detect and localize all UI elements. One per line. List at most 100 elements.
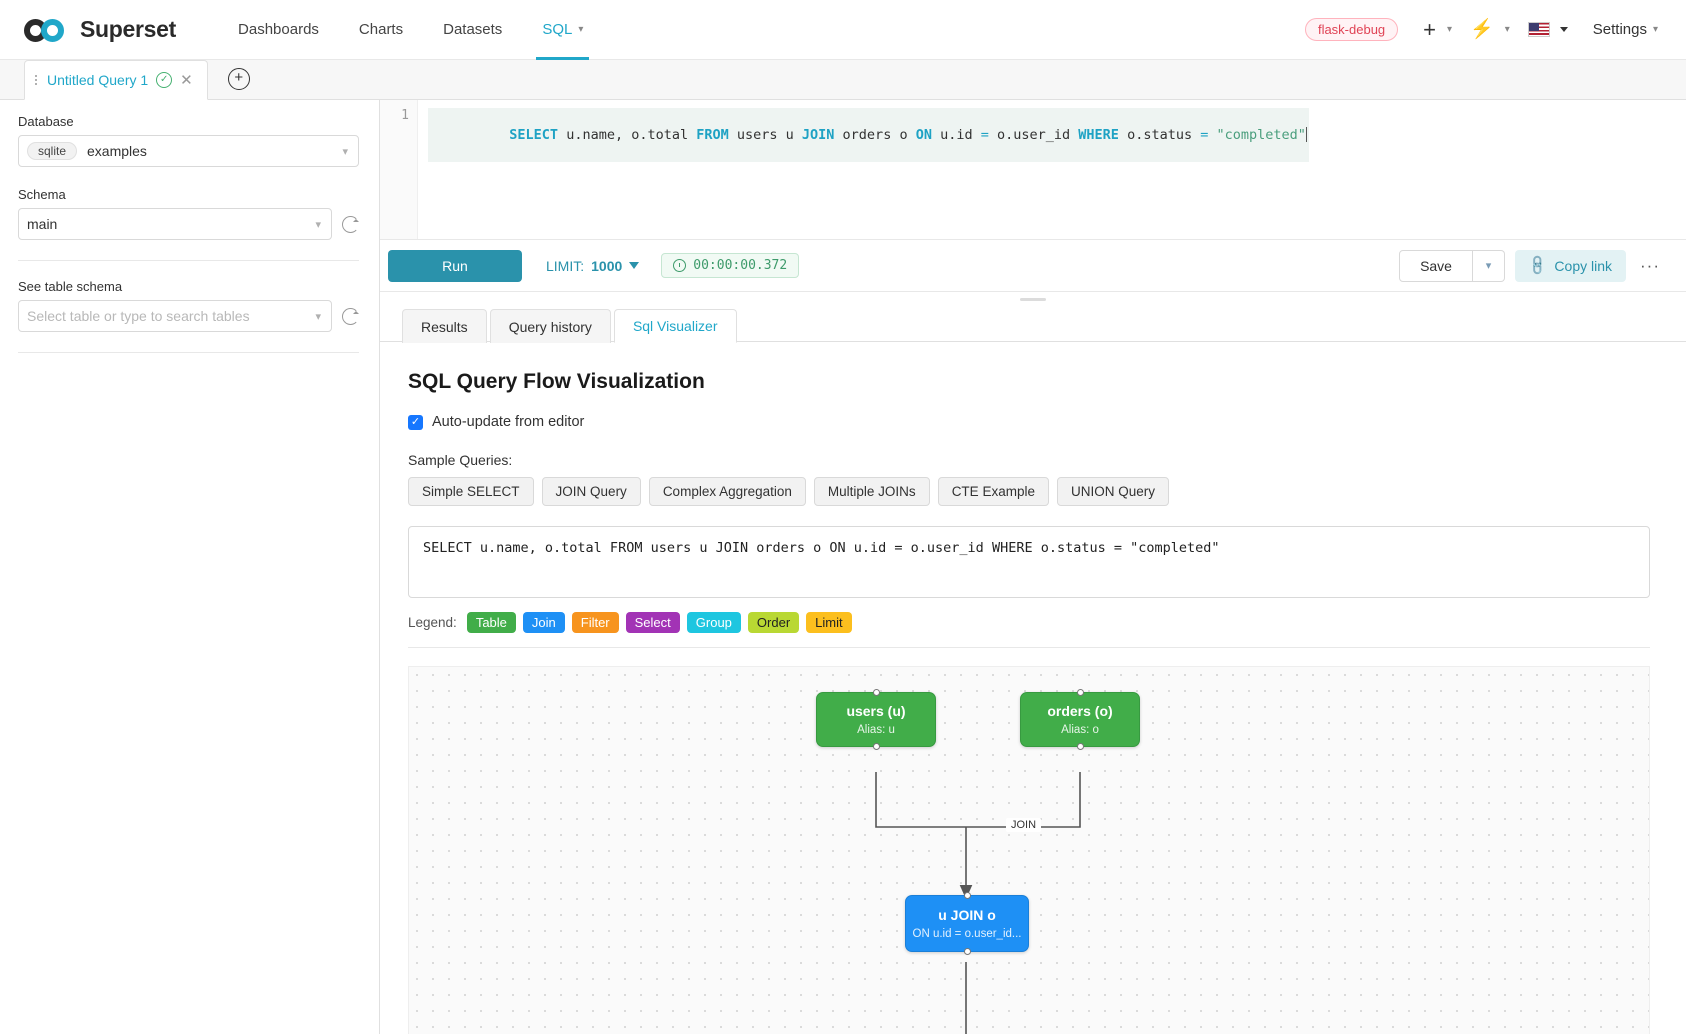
main-nav: Dashboards Charts Datasets SQL ▾ (218, 0, 603, 60)
sample-query-buttons: Simple SELECT JOIN Query Complex Aggrega… (408, 477, 1650, 506)
sql-token: = (1200, 127, 1209, 143)
auto-update-checkbox[interactable] (408, 414, 423, 430)
chevron-down-icon: ▾ (315, 310, 321, 323)
node-port-top (872, 689, 880, 696)
sample-button-cte-example[interactable]: CTE Example (937, 477, 1049, 506)
save-dropdown-button[interactable]: ▾ (1472, 249, 1505, 282)
editor-code-line: SELECT u.name, o.total FROM users u JOIN… (428, 108, 1309, 162)
editor-gutter: 1 (380, 100, 418, 239)
save-button[interactable]: Save (1399, 249, 1473, 282)
quick-actions-button[interactable]: ⚡ ▾ (1463, 16, 1517, 43)
sql-token: SELECT (509, 127, 559, 143)
schema-select-row: main ▾ (18, 208, 359, 240)
link-icon: 🔗 (1525, 253, 1550, 277)
schema-label: Schema (18, 187, 66, 202)
text-cursor (1305, 127, 1307, 142)
sample-button-union-query[interactable]: UNION Query (1056, 477, 1169, 506)
nav-link-label: Dashboards (238, 21, 319, 38)
nav-link-sql[interactable]: SQL ▾ (522, 0, 603, 60)
settings-menu[interactable]: Settings ▾ (1579, 21, 1664, 38)
add-query-tab-button[interactable]: + (227, 68, 250, 90)
auto-update-row: Auto-update from editor (408, 414, 1650, 430)
run-button[interactable]: Run (388, 249, 522, 282)
sql-token: "completed" (1208, 127, 1306, 143)
plus-icon: + (1423, 16, 1437, 42)
legend: Legend: Table Join Filter Select Group O… (408, 612, 1650, 648)
chevron-down-icon: ▾ (1652, 24, 1658, 35)
copy-link-label: Copy link (1554, 257, 1613, 274)
editor-code-area[interactable]: SELECT u.name, o.total FROM users u JOIN… (418, 100, 1686, 239)
flow-node-users[interactable]: users (u) Alias: u (816, 689, 936, 750)
sql-token: JOIN (801, 127, 835, 143)
node-port-top (963, 892, 971, 899)
sql-token: orders o (834, 127, 916, 143)
limit-prefix-label: LIMIT: (546, 257, 585, 274)
auto-update-label: Auto-update from editor (432, 414, 585, 430)
drag-handle-icon[interactable] (35, 75, 39, 85)
chevron-down-icon: ▾ (1485, 260, 1492, 272)
table-schema-label: See table schema (18, 279, 123, 294)
language-picker[interactable] (1521, 18, 1575, 41)
tab-label: Results (421, 318, 468, 335)
query-flow-canvas[interactable]: users (u) Alias: u orders (o) Alias: o J… (408, 666, 1650, 1034)
schema-select[interactable]: main ▾ (18, 208, 332, 240)
timer-value: 00:00:00.372 (693, 258, 788, 273)
flow-edges (875, 772, 1081, 1034)
query-tab-bar: Untitled Query 1 ✓ ✕ + (0, 60, 1686, 100)
node-port-bottom (1076, 743, 1084, 750)
flow-node-join[interactable]: u JOIN o ON u.id = o.user_id... (905, 892, 1029, 955)
panel-resize-handle[interactable] (380, 292, 1686, 306)
toolbar-right-actions: Save ▾ 🔗 Copy link ··· (1399, 249, 1664, 282)
chevron-down-icon: ▾ (1504, 24, 1510, 35)
query-tab-label: Untitled Query 1 (47, 72, 149, 88)
table-select-row: Select table or type to search tables ▾ (18, 300, 359, 332)
more-options-icon[interactable]: ··· (1640, 255, 1660, 275)
sample-button-simple-select[interactable]: Simple SELECT (408, 477, 534, 506)
check-circle-icon: ✓ (156, 72, 173, 88)
database-engine-badge: sqlite (27, 142, 78, 160)
page-title: SQL Query Flow Visualization (408, 370, 705, 393)
tab-query-history[interactable]: Query history (489, 309, 611, 343)
limit-dropdown[interactable]: LIMIT: 1000 (546, 257, 640, 274)
bolt-icon: ⚡ (1470, 19, 1494, 40)
sample-button-multiple-joins[interactable]: Multiple JOINs (813, 477, 930, 506)
sql-editor[interactable]: 1 SELECT u.name, o.total FROM users u JO… (380, 100, 1686, 240)
node-port-bottom (872, 743, 880, 750)
legend-chip-group: Group (686, 612, 741, 633)
flow-node-title: orders (o) (1047, 703, 1113, 719)
refresh-schema-icon[interactable] (342, 215, 359, 233)
sample-button-join-query[interactable]: JOIN Query (541, 477, 641, 506)
flag-us-icon (1527, 22, 1550, 37)
copy-link-button[interactable]: 🔗 Copy link (1514, 249, 1627, 282)
database-label: Database (18, 114, 74, 129)
body-split: Database sqlite examples ▾ Schema main ▾… (0, 100, 1686, 1034)
nav-link-label: Datasets (443, 21, 503, 38)
triangle-down-icon (1559, 27, 1568, 32)
sql-visualizer-panel: SQL Query Flow Visualization Auto-update… (380, 342, 1686, 1034)
sql-token: o.status (1118, 127, 1201, 143)
save-button-group: Save ▾ (1399, 249, 1505, 282)
result-tab-bar: Results Query history Sql Visualizer (380, 306, 1686, 343)
refresh-tables-icon[interactable] (342, 307, 359, 325)
panel-divider-2 (18, 352, 359, 353)
flow-node-orders[interactable]: orders (o) Alias: o (1020, 689, 1140, 750)
nav-link-datasets[interactable]: Datasets (423, 0, 522, 60)
database-select[interactable]: sqlite examples ▾ (18, 135, 359, 167)
legend-chip-limit: Limit (806, 612, 852, 633)
close-icon[interactable]: ✕ (180, 72, 193, 89)
tab-results[interactable]: Results (402, 309, 487, 343)
sample-button-complex-aggregation[interactable]: Complex Aggregation (648, 477, 806, 506)
legend-chip-order: Order (747, 612, 800, 633)
nav-link-label: Charts (358, 21, 404, 38)
legend-label: Legend: (408, 615, 457, 630)
nav-link-dashboards[interactable]: Dashboards (218, 0, 339, 60)
brand-logo-block[interactable]: Superset (24, 16, 176, 43)
chevron-down-icon: ▾ (1447, 24, 1453, 35)
sql-input-textarea[interactable] (408, 526, 1650, 598)
table-select[interactable]: Select table or type to search tables ▾ (18, 300, 332, 332)
tab-sql-visualizer[interactable]: Sql Visualizer (613, 309, 737, 343)
nav-link-charts[interactable]: Charts (339, 0, 423, 60)
top-navbar: Superset Dashboards Charts Datasets SQL … (0, 0, 1686, 60)
new-item-button[interactable]: + ▾ (1416, 15, 1459, 45)
query-tab-untitled-query-1[interactable]: Untitled Query 1 ✓ ✕ (24, 60, 208, 100)
